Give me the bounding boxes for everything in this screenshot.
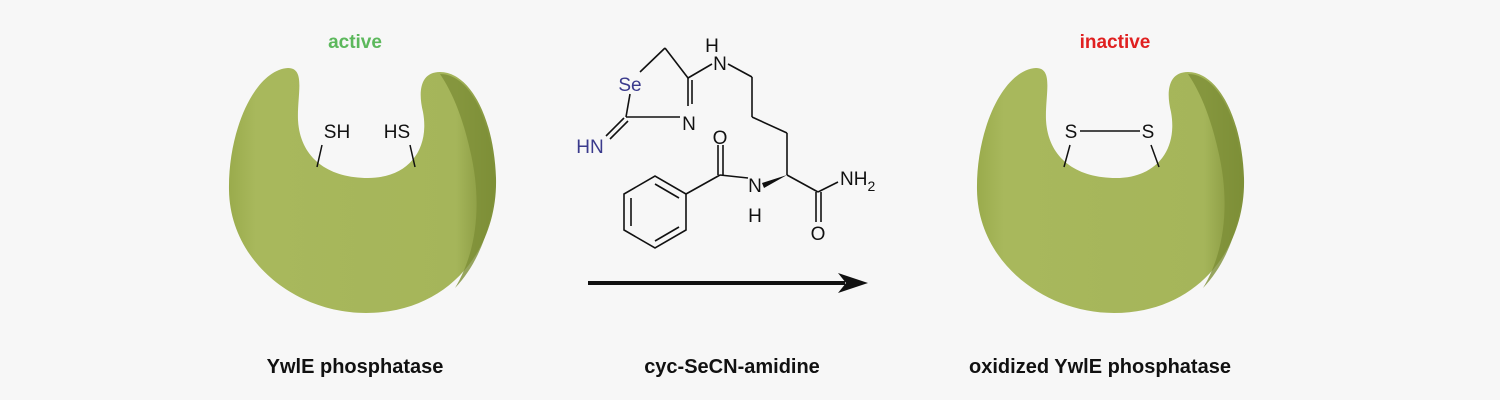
caption-compound: cyc-SeCN-amidine	[644, 356, 820, 378]
atom-imine: HN	[576, 137, 603, 158]
caption-oxidized-ywle: oxidized YwlE phosphatase	[969, 356, 1231, 378]
sulfur-label: S	[1065, 122, 1078, 143]
atom-amide-h: H	[748, 206, 762, 227]
atom-amine-n: N	[713, 54, 727, 75]
enzyme-inactive	[976, 68, 1245, 313]
caption-ywle: YwlE phosphatase	[267, 356, 444, 378]
atom-ring-n: N	[682, 114, 696, 135]
atom-oxygen: O	[811, 224, 826, 245]
atom-nh2: NH2	[840, 169, 875, 194]
molecule-structure	[605, 47, 839, 249]
sulfur-label: S	[1142, 122, 1155, 143]
atom-oxygen: O	[713, 128, 728, 149]
atom-amide-n: N	[748, 176, 762, 197]
wedge-bond	[762, 175, 787, 188]
atom-se: Se	[618, 75, 641, 96]
thiol-label: HS	[384, 122, 410, 143]
state-label-active: active	[328, 32, 382, 53]
enzyme-active	[228, 68, 497, 313]
reaction-arrow	[588, 273, 868, 293]
thiol-label: SH	[324, 122, 350, 143]
atom-amine-h: H	[705, 36, 719, 57]
state-label-inactive: inactive	[1080, 32, 1151, 53]
